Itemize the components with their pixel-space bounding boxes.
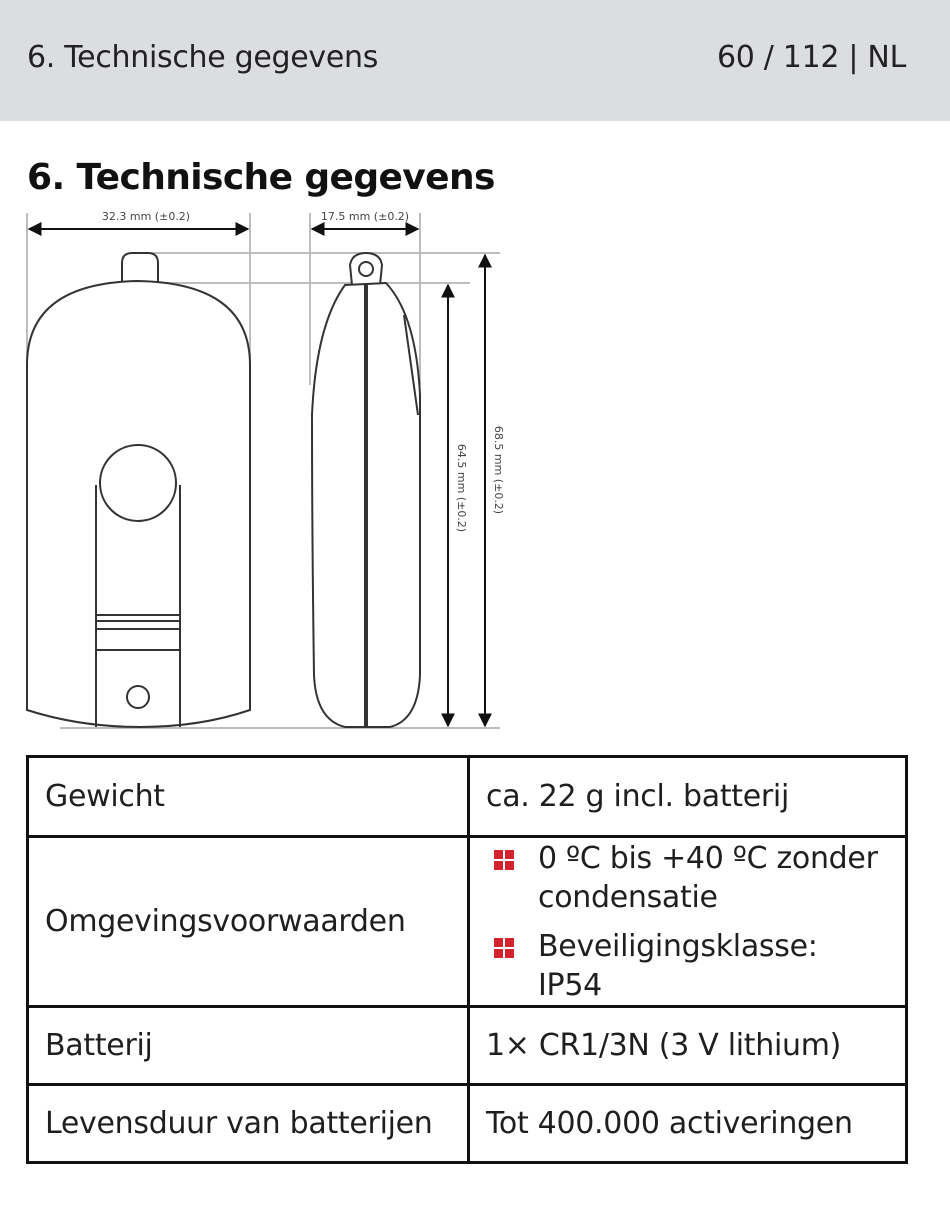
side-view bbox=[310, 251, 421, 728]
spec-label: Gewicht bbox=[26, 755, 470, 838]
spec-value: ca. 22 g incl. batterij bbox=[467, 755, 908, 838]
table-row: Batterij 1× CR1/3N (3 V lithium) bbox=[26, 1005, 908, 1086]
device-dimension-drawing: 32.3 mm (±0.2) 17.5 mm (±0.2) 64.5 mm (±… bbox=[26, 210, 505, 729]
body-height-dimension-label: 64.5 mm (±0.2) bbox=[455, 444, 468, 532]
section-heading: 6. Technische gegevens bbox=[27, 157, 495, 198]
depth-dimension-label: 17.5 mm (±0.2) bbox=[321, 210, 409, 223]
total-height-dimension-label: 68.5 mm (±0.2) bbox=[492, 426, 505, 514]
red-square-bullet-icon bbox=[494, 849, 514, 870]
spec-label: Levensduur van batterijen bbox=[26, 1083, 470, 1164]
conditions-list: 0 ºC bis +40 ºC zonder condensatie Bevei… bbox=[486, 839, 889, 1005]
spec-value: 1× CR1/3N (3 V lithium) bbox=[467, 1005, 908, 1086]
page-header: 6. Technische gegevens 60 / 112 | NL bbox=[0, 0, 950, 121]
spec-label: Omgevingsvoorwaarden bbox=[26, 835, 470, 1008]
list-item: 0 ºC bis +40 ºC zonder condensatie bbox=[486, 839, 889, 917]
bullet-text: Beveiligingsklasse: IP54 bbox=[538, 928, 818, 1003]
table-row: Gewicht ca. 22 g incl. batterij bbox=[26, 755, 908, 838]
spec-label: Batterij bbox=[26, 1005, 470, 1086]
page-indicator: 60 / 112 | NL bbox=[716, 40, 906, 75]
table-row: Levensduur van batterijen Tot 400.000 ac… bbox=[26, 1083, 908, 1164]
header-title: 6. Technische gegevens bbox=[27, 40, 379, 75]
spec-value: Tot 400.000 activeringen bbox=[467, 1083, 908, 1164]
table-row: Omgevingsvoorwaarden 0 ºC bis +40 ºC zon… bbox=[26, 835, 908, 1008]
list-item: Beveiligingsklasse: IP54 bbox=[486, 927, 889, 1005]
specifications-table: Gewicht ca. 22 g incl. batterij Omgeving… bbox=[26, 755, 908, 1164]
red-square-bullet-icon bbox=[494, 937, 514, 958]
width-dimension-label: 32.3 mm (±0.2) bbox=[102, 210, 190, 223]
spec-value: 0 ºC bis +40 ºC zonder condensatie Bevei… bbox=[467, 835, 908, 1008]
bullet-text: 0 ºC bis +40 ºC zonder condensatie bbox=[538, 840, 878, 915]
front-view bbox=[26, 252, 251, 729]
